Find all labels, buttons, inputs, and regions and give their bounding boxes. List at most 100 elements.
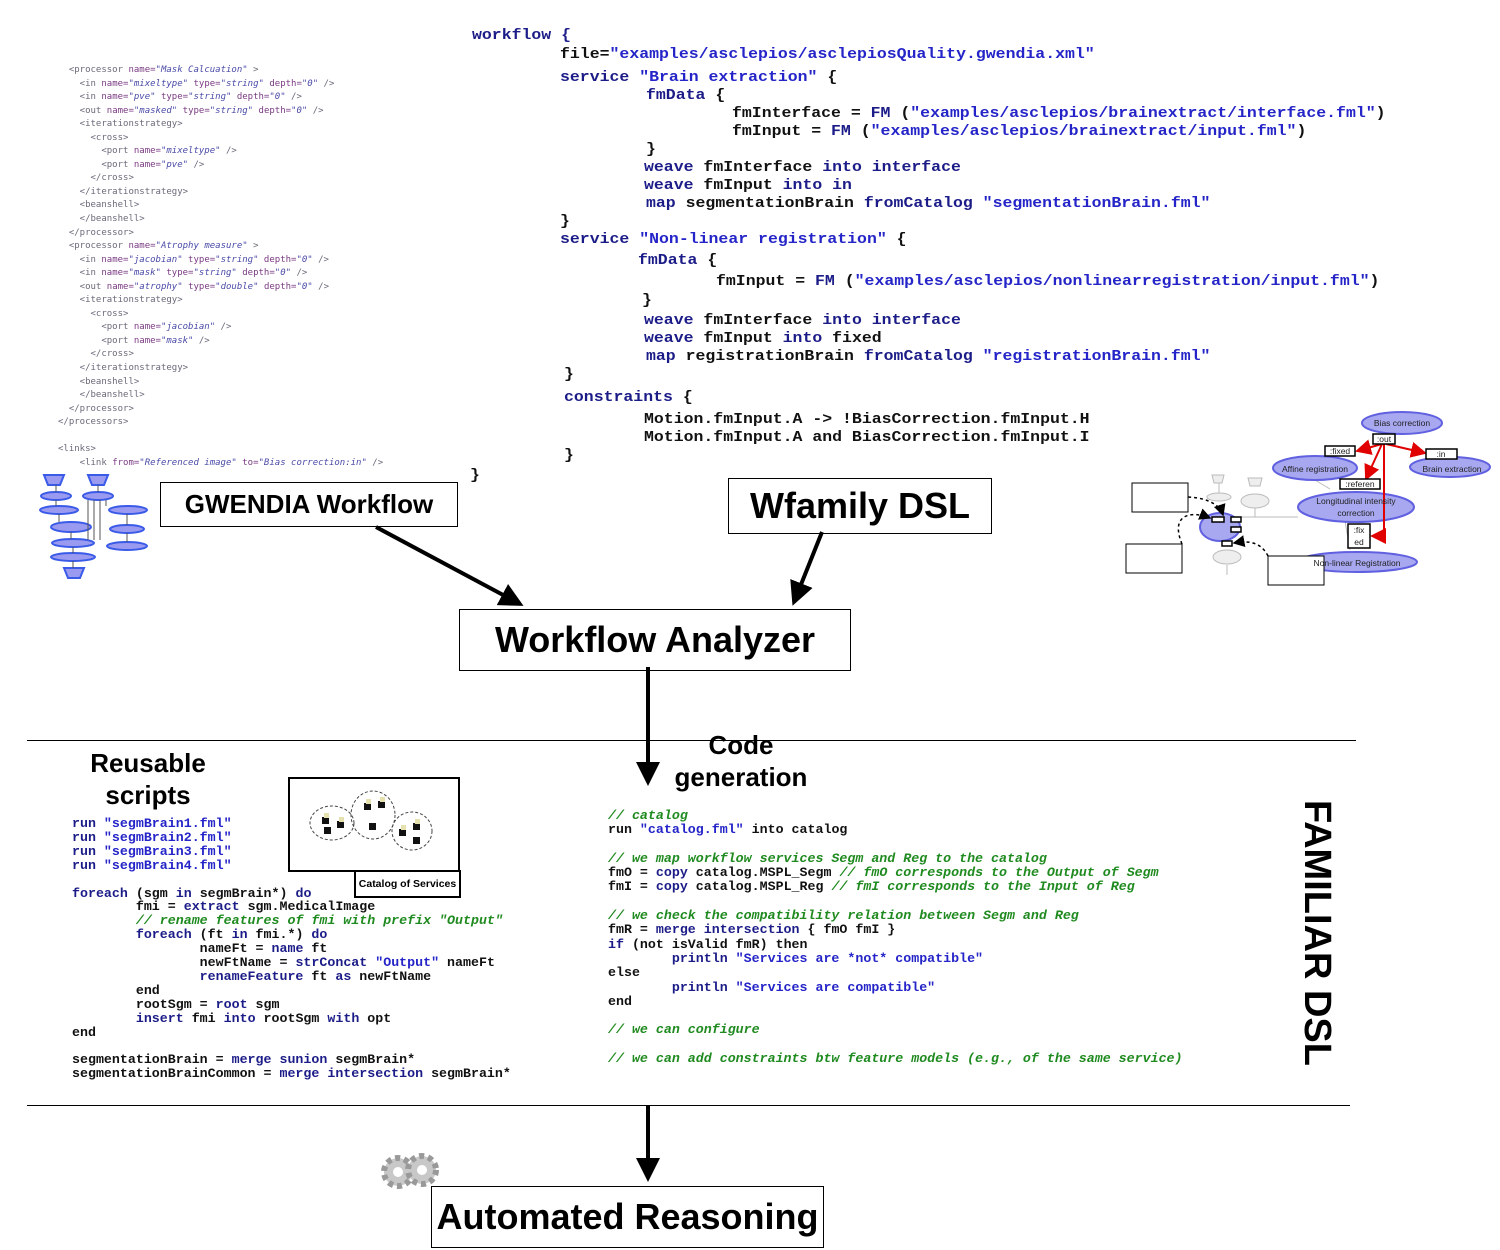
port-label: ed	[1354, 537, 1364, 547]
code-token: name=	[101, 268, 129, 279]
code-token: newFtName	[359, 968, 432, 984]
code-token: sgm.MedicalImage	[247, 899, 376, 915]
code-token: depth=	[258, 281, 297, 292]
label-line: scripts	[105, 780, 191, 810]
code-token: "registrationBrain.fml"	[982, 348, 1211, 365]
code-line: fmInput = FM ("examples/asclepios/braine…	[732, 124, 1306, 139]
code-token: // we can add constraints btw feature mo…	[608, 1051, 1183, 1067]
code-token: "Services are compatible"	[735, 979, 936, 995]
code-token: to=	[236, 457, 259, 468]
code-token: />	[188, 159, 205, 170]
code-line: <out name="masked" type="string" depth="…	[58, 106, 324, 116]
code-token: "segmBrain4.fml"	[103, 857, 232, 873]
code-token: <links>	[58, 444, 96, 455]
code-token: FM	[815, 273, 835, 290]
code-token: (sgm	[135, 885, 176, 901]
code-line: run "segmBrain1.fml"	[72, 816, 232, 831]
code-token: />	[291, 268, 308, 279]
code-token: // fmI corresponds to the Input of Reg	[831, 879, 1135, 895]
code-token: fmInput	[703, 177, 783, 194]
code-token: in	[231, 927, 256, 943]
code-token: {	[886, 231, 907, 248]
code-token: into	[822, 312, 872, 329]
code-line: <cross>	[58, 309, 129, 319]
code-token: insert	[72, 1010, 192, 1026]
code-token: type=	[182, 254, 216, 265]
code-line: end	[72, 983, 160, 998]
code-token: into	[743, 822, 792, 838]
code-line: foreach (ft in fmi.*) do	[72, 927, 328, 943]
code-token: (not isValid fmR)	[631, 936, 776, 952]
code-token: in	[175, 885, 200, 901]
code-token: name=	[133, 146, 161, 157]
code-token: weave	[644, 177, 704, 194]
code-line: <iterationstrategy>	[58, 119, 183, 129]
arrow-gwendia-to-analyzer	[375, 525, 524, 606]
code-token: "jacobian"	[128, 254, 183, 265]
code-token: { fmO fmI }	[807, 922, 896, 938]
code-token: fmInput =	[716, 273, 816, 290]
port-label: :referen	[1345, 479, 1375, 489]
gears-icon	[381, 1153, 439, 1189]
code-token: <in	[58, 268, 102, 279]
code-token: name	[271, 941, 312, 957]
code-token: segmentationBrain =	[72, 1052, 232, 1068]
code-token: "segmBrain3.fml"	[103, 843, 232, 859]
code-line: newFtName = strConcat "Output" nameFt	[72, 955, 495, 970]
code-token: // catalog	[608, 808, 688, 823]
node-label: Longitudinal intensity	[1316, 496, 1396, 506]
code-token: </cross>	[58, 173, 134, 184]
code-token: weave	[644, 159, 704, 176]
code-token: merge intersection	[655, 922, 808, 938]
code-line: weave fmInterface into interface	[644, 160, 961, 175]
code-line: </beanshell>	[58, 390, 145, 400]
code-line: // we can configure	[608, 1022, 760, 1037]
code-token: from=	[112, 457, 140, 468]
catalog-of-services-caption: Catalog of Services	[354, 870, 461, 898]
code-token: catalog.MSPL_Reg	[695, 879, 832, 895]
code-token: depth=	[263, 78, 302, 89]
code-token: into	[782, 330, 833, 347]
code-token: "Services are *not* compatible"	[735, 950, 984, 966]
code-token: name=	[101, 78, 129, 89]
code-token: >	[247, 65, 259, 75]
code-token: />	[307, 105, 324, 116]
code-token: fmInterface	[703, 159, 823, 176]
code-token: "jacobian"	[160, 322, 216, 333]
code-token: interface	[871, 312, 961, 329]
code-token: <iterationstrategy>	[58, 295, 183, 306]
code-line: nameFt = name ft	[72, 941, 328, 957]
code-token: </beanshell>	[58, 214, 145, 225]
code-token: foreach	[72, 885, 136, 901]
code-line: file="examples/asclepios/asclepiosQualit…	[560, 47, 1095, 62]
node-label: Bias correction	[1374, 418, 1430, 428]
code-token: else	[608, 965, 640, 981]
code-token: "mask"	[128, 268, 161, 279]
code-token: map	[646, 195, 686, 212]
code-token: copy	[655, 865, 696, 881]
code-token: "examples/asclepios/brainextract/input.f…	[870, 123, 1297, 140]
code-line: weave fmInput into in	[644, 178, 852, 193]
code-token: copy	[655, 879, 696, 895]
code-token: // rename features of fmi with prefix "O…	[72, 913, 503, 929]
code-token: "Non-linear registration"	[639, 231, 887, 248]
code-token: "0"	[269, 92, 286, 103]
mapping-graph: Bias correction :out :fixed Affine regis…	[1125, 411, 1491, 586]
code-token: </beanshell>	[58, 390, 145, 401]
code-token: Motion.fmInput.A and BiasCorrection.fmIn…	[644, 429, 1090, 446]
code-token: )	[1369, 273, 1380, 290]
automated-reasoning-box: Automated Reasoning	[431, 1186, 824, 1248]
code-token: rootSgm	[263, 1010, 328, 1026]
code-token: "examples/asclepios/brainextract/interfa…	[910, 105, 1376, 122]
code-line: segmentationBrain = merge sunion segmBra…	[72, 1052, 415, 1067]
code-token: "Atrophy measure"	[155, 241, 248, 252]
workflow-analyzer-box: Workflow Analyzer	[459, 609, 851, 671]
code-token: root	[215, 996, 256, 1012]
code-token: }	[642, 292, 652, 309]
code-line: run "segmBrain2.fml"	[72, 830, 232, 845]
code-token: "mask"	[160, 335, 194, 346]
code-token: "atrophy"	[133, 281, 183, 292]
code-token: />	[285, 92, 302, 103]
code-token: fromCatalog	[863, 195, 983, 212]
code-token: }	[564, 366, 574, 383]
